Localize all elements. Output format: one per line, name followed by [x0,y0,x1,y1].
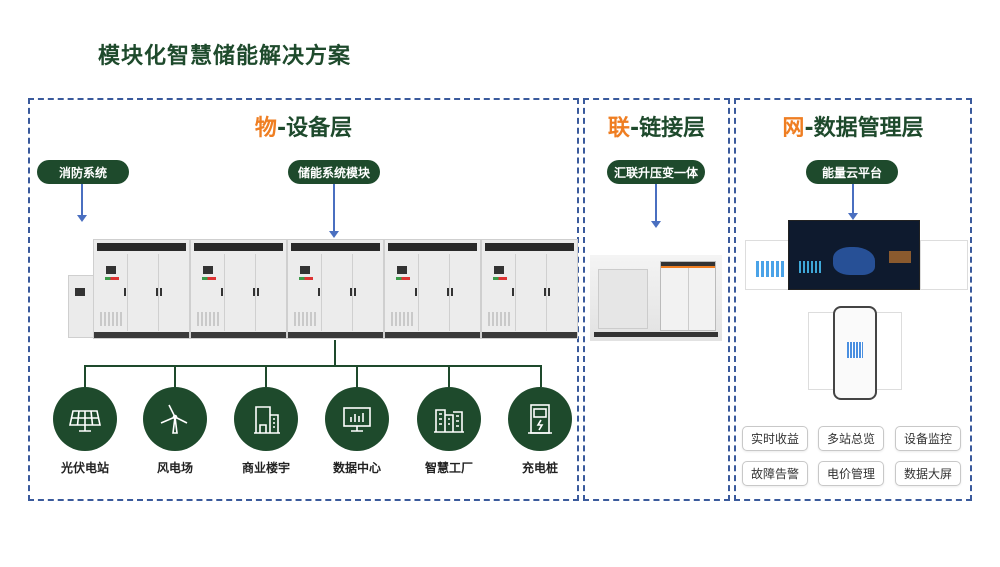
web-page-screenshot-right [920,240,968,290]
storage-cabinet [190,239,287,339]
page-title: 模块化智慧储能解决方案 [98,44,352,69]
web-page-screenshot-left [745,240,795,290]
tree-drop [448,365,450,387]
tree-drop [356,365,358,387]
factory-icon [417,387,481,451]
solar-panel-icon [53,387,117,451]
mobile-app-screenshot [833,306,877,400]
energy-cloud-arrow [848,184,858,220]
storage-module-callout: 储能系统模块 [288,160,380,184]
tree-drop [84,365,86,387]
app-label: 商业楼宇 [241,461,290,475]
storage-module-arrow [329,184,339,238]
link-layer-panel: 联-链接层 [583,98,730,501]
transformer-arrow [651,184,661,228]
app-label: 风电场 [156,461,193,475]
fire-cabinet-image [68,275,94,338]
storage-cabinet-row [93,239,578,339]
transformer-callout: 汇联升压变一体 [607,160,705,184]
func-realtime-revenue-button[interactable]: 实时收益 [742,426,808,451]
data-center-monitor-icon [325,387,389,451]
mobile-screen-right [874,312,902,390]
func-fault-alarm-button[interactable]: 故障告警 [742,461,808,486]
device-layer-panel: 物-设备层 [28,98,579,501]
data-layer-panel: 网-数据管理层 [734,98,972,501]
storage-cabinet [481,239,578,339]
fire-system-arrow [77,184,87,222]
dashboard-screenshot [788,220,920,290]
storage-cabinet [287,239,384,339]
energy-cloud-callout: 能量云平台 [806,160,898,184]
app-label: 数据中心 [332,461,381,475]
charging-pile-icon [508,387,572,451]
tree-drop [265,365,267,387]
func-data-screen-button[interactable]: 数据大屏 [895,461,961,486]
tree-drop [540,365,542,387]
fire-system-callout: 消防系统 [37,160,129,184]
app-label: 智慧工厂 [424,461,473,475]
storage-cabinet [384,239,481,339]
transformer-image [590,255,722,341]
func-device-monitoring-button[interactable]: 设备监控 [895,426,961,451]
app-label: 充电桩 [521,461,558,475]
storage-cabinet [93,239,190,339]
link-layer-title: 联-链接层 [607,116,706,141]
tree-trunk [334,340,336,366]
device-layer-title: 物-设备层 [254,116,353,141]
commercial-building-icon [234,387,298,451]
data-layer-title: 网-数据管理层 [782,116,924,141]
app-label: 光伏电站 [60,461,109,475]
wind-turbine-icon [143,387,207,451]
tree-branch [84,365,542,367]
func-multi-station-overview-button[interactable]: 多站总览 [818,426,884,451]
func-price-management-button[interactable]: 电价管理 [818,461,884,486]
mobile-screen-left [808,312,836,390]
tree-drop [174,365,176,387]
